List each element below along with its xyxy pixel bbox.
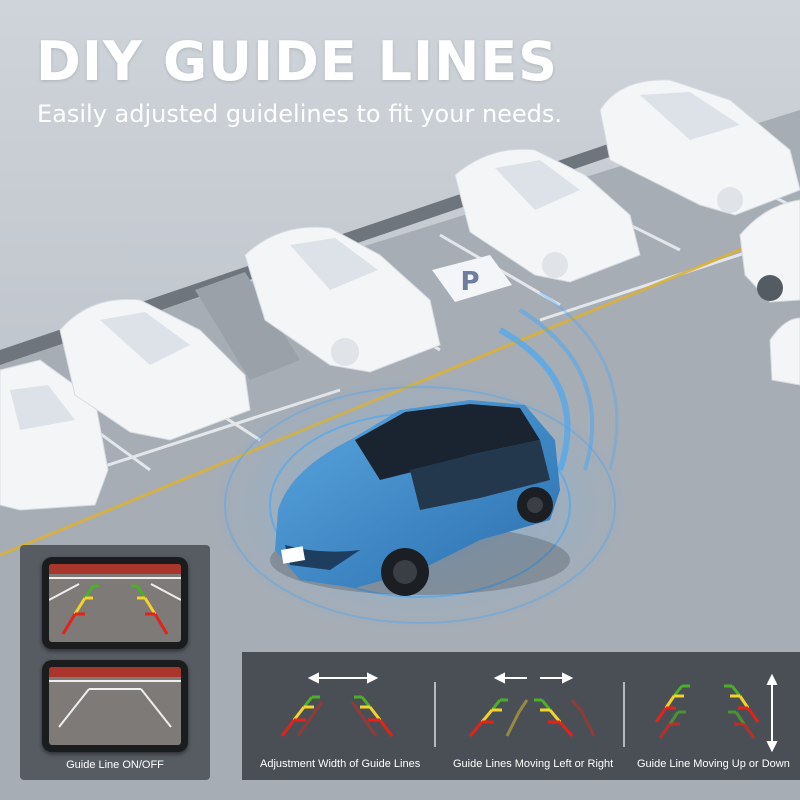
parking-sign: P xyxy=(432,255,512,302)
camera-view-without-guidelines xyxy=(49,667,181,745)
parked-car xyxy=(59,298,251,441)
left-right-adjust-icon xyxy=(468,672,596,737)
monitor-guidelines-off xyxy=(42,660,188,752)
parked-car xyxy=(599,79,800,216)
parked-car xyxy=(454,148,641,283)
parked-car xyxy=(739,199,800,303)
parked-car xyxy=(244,226,441,373)
feature-label-width: Adjustment Width of Guide Lines xyxy=(260,758,421,770)
width-adjust-icon xyxy=(280,672,394,737)
blue-suv xyxy=(270,400,570,596)
up-down-adjust-icon xyxy=(654,673,778,753)
feature-label-left-right: Guide Lines Moving Left or Right xyxy=(453,758,614,770)
guide-lines-icon xyxy=(61,584,169,635)
island xyxy=(195,272,300,380)
feature-label-up-down: Guide Line Moving Up or Down xyxy=(637,758,790,770)
guide-line-onoff-panel: Guide Line ON/OFF xyxy=(20,545,210,780)
guide-line-adjustment-panel: Adjustment Width of Guide Lines Guide Li… xyxy=(242,652,800,780)
onoff-label: Guide Line ON/OFF xyxy=(66,759,164,771)
parked-car xyxy=(769,317,800,386)
monitor-guidelines-on xyxy=(42,557,188,649)
adjustment-illustrations xyxy=(280,672,778,753)
page-title: DIY GUIDE LINES xyxy=(36,30,559,93)
camera-view-with-guidelines xyxy=(49,564,181,642)
svg-text:P: P xyxy=(460,267,479,297)
page-subtitle: Easily adjusted guidelines to fit your n… xyxy=(37,100,563,128)
